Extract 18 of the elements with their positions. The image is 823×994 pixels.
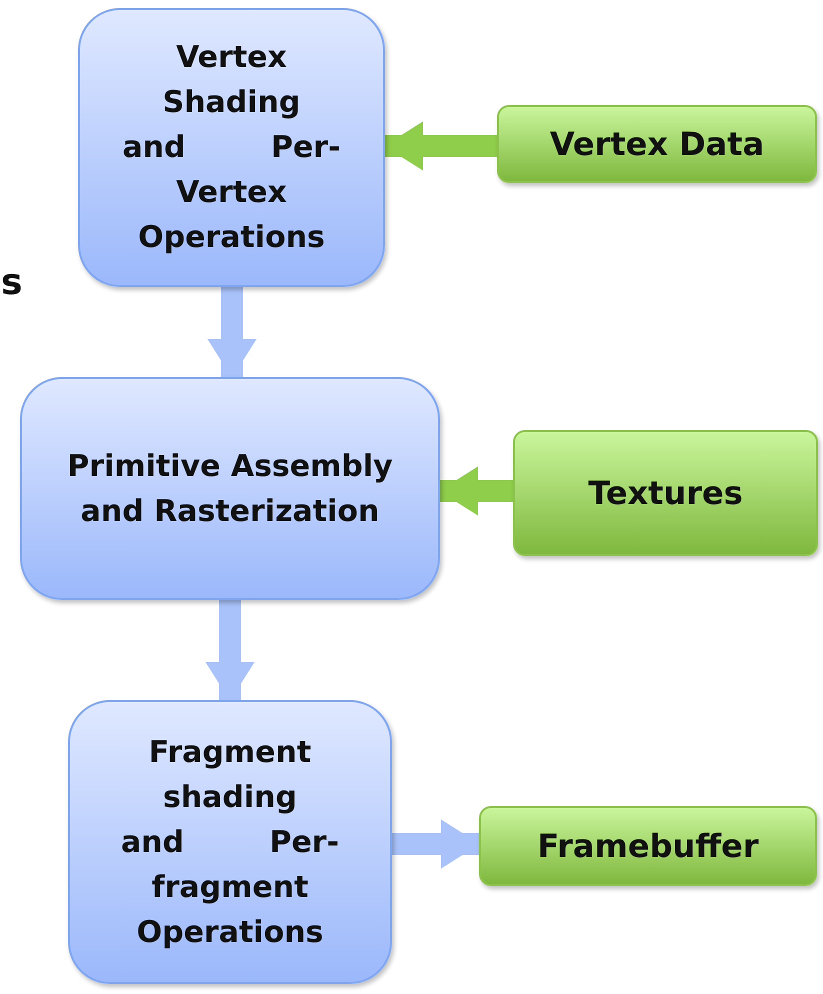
process-box (78, 8, 385, 287)
node-label: Primitive Assembly and Rasterization (66, 448, 394, 530)
input-box (497, 105, 817, 183)
block-arrow (384, 122, 497, 170)
input-box (513, 430, 818, 556)
node-label: Framebuffer (537, 826, 759, 866)
block-arrow (208, 287, 256, 378)
process-box (68, 700, 392, 984)
node-label: Fragment shading and Per-fragment Operations (120, 734, 340, 952)
block-arrow (440, 466, 513, 516)
node-label: Vertex Shading and Per-Vertex Operations (121, 39, 342, 257)
cut-off-text: s (1, 262, 22, 303)
node-label: Textures (588, 472, 743, 514)
input-box (479, 806, 817, 886)
block-arrow (392, 820, 480, 868)
process-box (20, 377, 440, 600)
node-label: Vertex Data (550, 124, 764, 164)
block-arrow (206, 600, 254, 700)
